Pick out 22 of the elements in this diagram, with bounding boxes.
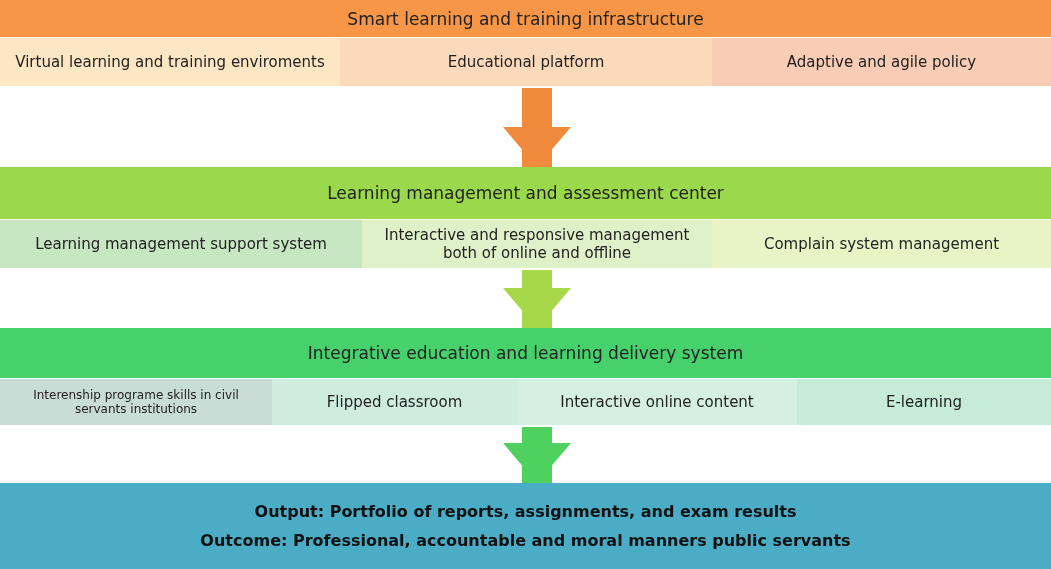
tier-panel — [0, 167, 1051, 268]
component-box: E-learning — [797, 379, 1051, 425]
result-panel — [0, 483, 1051, 569]
result-text: Output: Portfolio of reports, assignments, and exam results — [254, 502, 797, 521]
component-box: Flipped classroom — [272, 379, 517, 425]
down-arrow — [503, 270, 571, 328]
tier-heading: Integrative education and learning delivery system — [307, 343, 744, 363]
component-box: Interactive and responsive management both of online and offline — [362, 220, 712, 268]
component-box: Adaptive and agile policy — [712, 38, 1051, 86]
tier-panel — [0, 0, 1051, 86]
tier-heading: Learning management and assessment center — [327, 183, 724, 203]
component-box: Virtual learning and training enviroments — [0, 38, 340, 86]
component-box: Interenship programe skills in civil servants institutions — [0, 379, 272, 425]
tier-panel — [0, 328, 1051, 425]
component-box: Complain system management — [712, 220, 1051, 268]
down-arrow — [503, 88, 571, 167]
result-text: Outcome: Professional, accountable and moral manners public servants — [200, 531, 851, 550]
component-box: Educational platform — [340, 38, 712, 86]
component-box: Interactive online content — [517, 379, 797, 425]
tier-heading: Smart learning and training infrastructure — [347, 8, 704, 29]
component-box: Learning management support system — [0, 220, 362, 268]
down-arrow — [503, 427, 571, 483]
